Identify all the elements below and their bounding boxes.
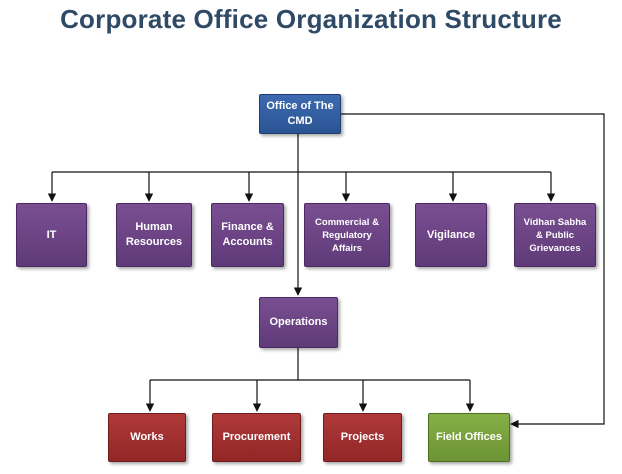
node-vigilance: Vigilance [415, 203, 487, 267]
arrow-cmd-to-field-offices [340, 113, 605, 429]
node-office-of-cmd: Office of The CMD [259, 94, 341, 134]
node-commercial-regulatory-affairs: Commercial & Regulatory Affairs [304, 203, 390, 267]
node-projects: Projects [323, 413, 402, 462]
node-works: Works [108, 413, 186, 462]
diagram-title: Corporate Office Organization Structure [60, 4, 562, 34]
node-operations: Operations [259, 297, 338, 348]
node-procurement: Procurement [212, 413, 301, 462]
node-it: IT [16, 203, 87, 267]
node-field-offices: Field Offices [428, 413, 510, 462]
node-finance-accounts: Finance & Accounts [211, 203, 284, 267]
node-human-resources: Human Resources [116, 203, 192, 267]
node-vidhan-sabha-public-grievances: Vidhan Sabha & Public Grievances [514, 203, 596, 267]
